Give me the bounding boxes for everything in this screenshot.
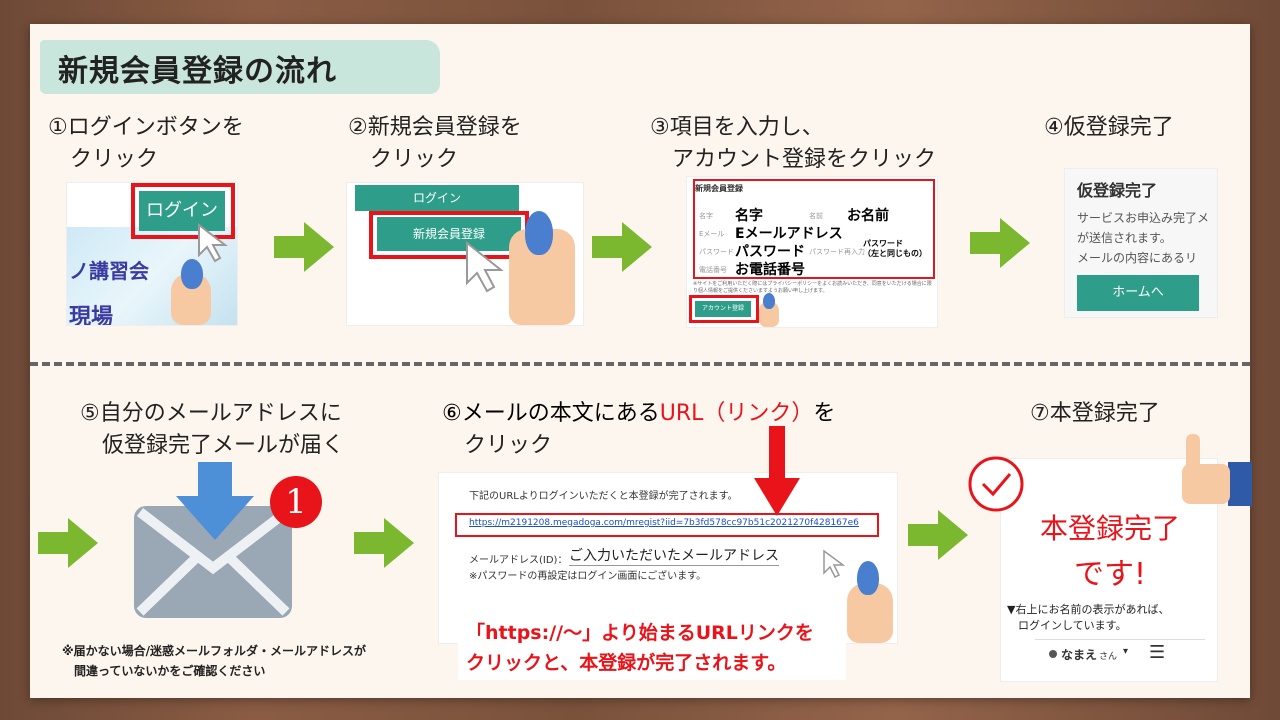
notification-badge: 1 (270, 476, 322, 528)
temp-complete-line3: メールの内容にあるリ (1077, 251, 1198, 265)
arrow-right-icon (38, 518, 100, 568)
user-icon (1049, 650, 1057, 658)
label-mail: Eメール (699, 230, 725, 238)
input-pass[interactable]: パスワード (735, 244, 805, 260)
download-arrow-icon (176, 462, 254, 540)
user-bar: なまえ さん ▾ ☰ (1035, 639, 1205, 670)
complete-note2: ログインしています。 (1007, 619, 1127, 632)
arrow-right-icon (354, 518, 416, 568)
register-button[interactable]: 新規会員登録 (377, 217, 521, 251)
label-name: 名前 (809, 212, 823, 220)
cursor-icon (198, 223, 228, 263)
step-5-label: ⑤自分のメールアドレスに 仮登録完了メールが届く (80, 401, 345, 458)
mouse-icon (857, 561, 879, 595)
email-mail-value: ご入力いただいたメールアドレス (569, 545, 779, 566)
thumbs-up-icon (1182, 434, 1252, 506)
step-6-label: ⑥メールの本文にあるURL（リンク）を (442, 398, 835, 430)
label-tel: 電話番号 (699, 266, 727, 274)
user-name[interactable]: なまえ (1061, 648, 1098, 662)
banner-text-2: 現場 (69, 305, 114, 326)
footnote-line1: ※届かない場合/迷惑メールフォルダ・メールアドレスが (62, 644, 367, 658)
complete-subtitle: です! (1073, 557, 1147, 592)
complete-note1: ▼右上にお名前の表示があれば、 (1007, 603, 1170, 616)
step-2-label: ②新規会員登録を クリック (348, 115, 522, 172)
email-password-note: ※パスワードの再設定はログイン画面にございます。 (469, 571, 707, 582)
title-banner (40, 40, 440, 94)
email-mail-label: メールアドレス(ID)： (469, 555, 568, 566)
email-line1: 下記のURLよりログインいただくと本登録が完了されます。 (469, 491, 738, 502)
highlight-box (455, 513, 879, 537)
screenshot-temp-complete: 仮登録完了 サービスお申込み完了メ が送信されます。 メールの内容にあるリ ホー… (1064, 168, 1218, 318)
highlight-box (689, 295, 759, 323)
url-notice-box: 「https://～」より始まるURLリンクを クリックと、本登録が完了されます… (458, 612, 846, 680)
section-divider (30, 362, 1250, 366)
form-header: 新規会員登録 (695, 184, 743, 193)
input-sei[interactable]: 名字 (735, 208, 763, 224)
label-pass2: パスワード再入力 (809, 248, 865, 256)
screenshot-complete: 本登録完了 です! ▼右上にお名前の表示があれば、 ログインしています。 なまえ… (1000, 458, 1218, 682)
screenshot-register: ログイン 新規会員登録 (346, 182, 584, 326)
step-6-click-label: クリック (442, 433, 553, 458)
step-1-label: ①ログインボタンを クリック (48, 115, 244, 172)
registration-link[interactable]: https://m2191208.megadoga.com/mregist?ii… (469, 518, 859, 528)
arrow-right-icon (274, 222, 336, 272)
cursor-icon (466, 241, 504, 293)
url-notice-line1: 「https://～」より始まるURLリンクを (466, 622, 814, 644)
input-name[interactable]: お名前 (847, 208, 889, 224)
mouse-icon (763, 293, 775, 309)
login-button[interactable]: ログイン (139, 191, 225, 231)
footnote-line2: 間違っていないかをご確認ください (62, 664, 266, 678)
down-arrow-icon (754, 426, 800, 516)
user-suffix: さん (1099, 652, 1118, 662)
highlight-box (693, 179, 935, 279)
input-mail[interactable]: Eメールアドレス (735, 226, 843, 242)
label-pass: パスワード (699, 248, 734, 256)
step-3-label: ③項目を入力し、 アカウント登録をクリック (650, 115, 937, 172)
mouse-icon (181, 259, 203, 289)
step-6-url-text: URL（リンク） (659, 401, 814, 426)
banner-text: ノ講習会 (69, 259, 149, 283)
submit-button[interactable]: アカウント登録 (695, 301, 751, 317)
highlight-box (131, 183, 235, 239)
checkmark-circle-icon (968, 456, 1024, 512)
step-6-text: ⑥メールの本文にある (442, 401, 660, 426)
arrow-right-icon (970, 218, 1032, 268)
temp-complete-title: 仮登録完了 (1077, 181, 1158, 200)
login-button[interactable]: ログイン (355, 185, 519, 211)
complete-title: 本登録完了 (1039, 512, 1180, 545)
arrow-right-icon (908, 510, 970, 560)
label-sei: 名字 (699, 212, 713, 220)
input-pass2[interactable]: パスワード （左と同じもの） (863, 239, 927, 258)
home-button[interactable]: ホームへ (1077, 275, 1199, 311)
envelope-flap-icon (136, 508, 290, 616)
screenshot-form: 新規会員登録 名字 名字 名前 お名前 Eメール Eメールアドレス パスワード … (686, 176, 938, 328)
temp-complete-line2: が送信されます。 (1077, 231, 1172, 245)
envelope-icon (134, 506, 292, 618)
cursor-icon (823, 549, 846, 579)
mouse-icon (525, 211, 553, 255)
hand-icon (759, 301, 779, 327)
page-title: 新規会員登録の流れ (58, 54, 337, 89)
temp-complete-line1: サービスお申込み完了メ (1077, 211, 1210, 225)
input-tel[interactable]: お電話番号 (735, 262, 805, 278)
arrow-right-icon (592, 222, 654, 272)
step-6-suffix: を (813, 401, 836, 426)
chevron-down-icon[interactable]: ▾ (1123, 646, 1129, 657)
privacy-note: ※サイトをご利用いただく際にはプライバシーポリシーをよくお読みいただき、同意をい… (693, 281, 932, 294)
step-4-label: ④仮登録完了 (1044, 115, 1174, 140)
hamburger-menu-icon[interactable]: ☰ (1149, 642, 1166, 663)
screenshot-login: ノ講習会 現場 ログイン (66, 182, 238, 326)
step-7-label: ⑦本登録完了 (1030, 401, 1160, 426)
url-notice-line2: クリックと、本登録が完了されます。 (466, 652, 787, 674)
